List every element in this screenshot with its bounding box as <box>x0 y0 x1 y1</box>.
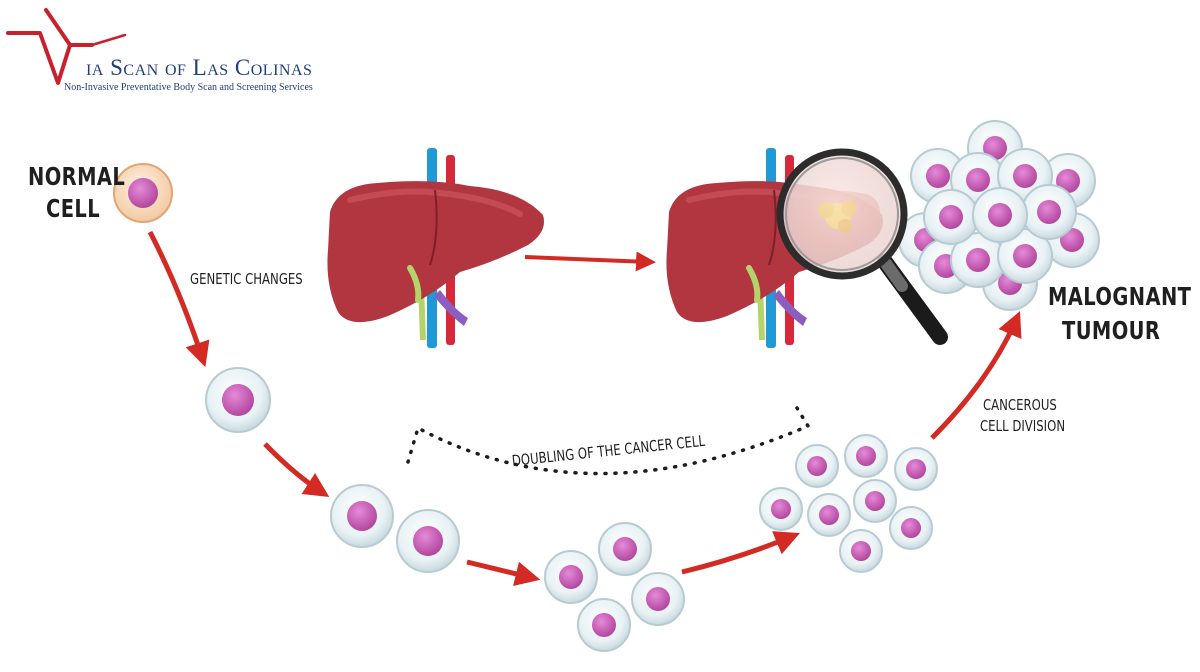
malignant-label-line2: TUMOUR <box>1062 316 1161 345</box>
logo-mark <box>6 8 127 85</box>
eight-cell-group <box>759 434 938 573</box>
liver-illustration <box>327 148 544 348</box>
doubling-dotted-curve <box>406 406 811 476</box>
logo-title: ia Scan of Las Colinas <box>86 55 313 80</box>
normal-cell-label-line1: NORMAL <box>28 162 126 191</box>
cancer-cell <box>205 367 271 433</box>
cancerous-label-line2: CELL DIVISION <box>980 417 1066 435</box>
normal-cell <box>113 163 173 223</box>
logo: ia Scan of Las Colinas Non-Invasive Prev… <box>0 0 340 100</box>
progression-arrows <box>147 230 1022 587</box>
logo-subtitle: Non-Invasive Preventative Body Scan and … <box>64 82 313 93</box>
magnifying-glass-icon <box>776 148 948 345</box>
normal-cell-label-line2: CELL <box>46 194 101 223</box>
cancerous-label-line1: CANCEROUS <box>983 396 1057 414</box>
malignant-label-line1: MALOGNANT <box>1048 282 1192 311</box>
tumour-cluster <box>898 120 1100 311</box>
genetic-changes-label: GENETIC CHANGES <box>190 270 303 288</box>
four-cell-group <box>544 522 685 652</box>
dividing-cell-pair <box>330 484 460 573</box>
